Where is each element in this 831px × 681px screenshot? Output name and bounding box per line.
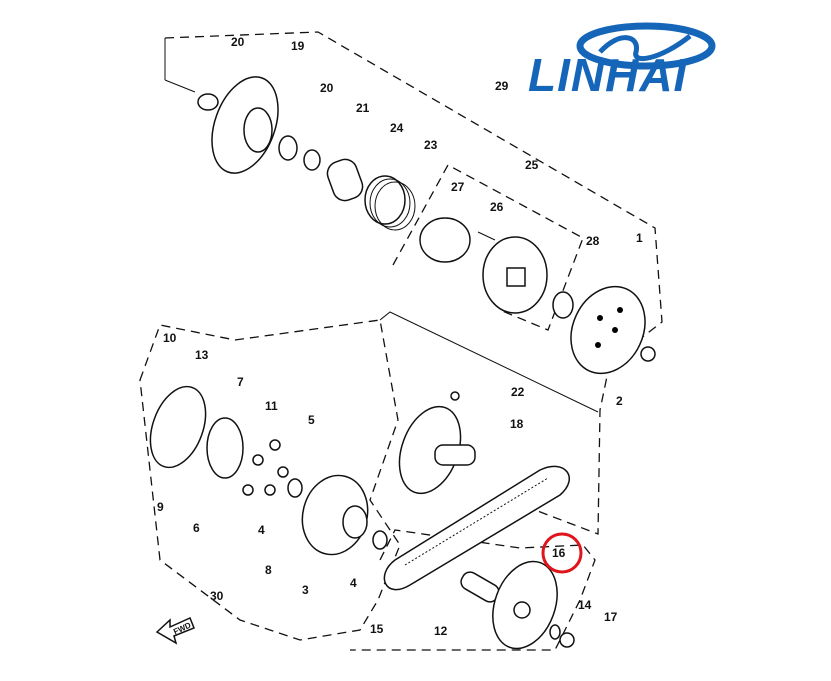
part-22-bolt — [450, 391, 460, 401]
callout-26: 26 — [490, 200, 504, 214]
callout-20: 20 — [231, 35, 245, 49]
callout-1: 1 — [636, 231, 643, 245]
part-20b-washer — [278, 135, 298, 161]
callout-30: 30 — [210, 589, 224, 603]
callout-15: 15 — [370, 622, 384, 636]
highlight-circle — [541, 532, 583, 574]
part-14-washer — [549, 624, 561, 640]
part-21-ring — [303, 149, 321, 171]
callout-6: 6 — [193, 521, 200, 535]
part-27-gasket — [419, 217, 471, 263]
group-29-outline — [164, 31, 663, 535]
callout-23: 23 — [424, 138, 438, 152]
part-1-cover — [570, 285, 646, 375]
callout-17: 17 — [604, 610, 618, 624]
callout-19: 19 — [291, 39, 305, 53]
fwd-label: FWD — [172, 621, 193, 637]
part-16-fan — [492, 560, 558, 650]
callout-11: 11 — [265, 399, 278, 413]
part-4-washer — [287, 478, 303, 498]
callout-2: 2 — [616, 394, 623, 408]
part-6-ramp — [206, 417, 244, 479]
callout-9: 9 — [157, 500, 164, 514]
part-17-nut — [559, 632, 575, 648]
callout-12: 12 — [434, 624, 448, 638]
part-25-clutch — [482, 236, 548, 314]
part-4b-washer — [372, 530, 388, 550]
part-23-spring — [364, 175, 416, 231]
part-9-plate — [149, 385, 207, 469]
part-28-bearing — [552, 291, 574, 319]
group-15-outline — [350, 529, 596, 651]
callout-13: 13 — [195, 348, 209, 362]
linhai-logo: LINHAI — [528, 22, 716, 101]
callout-14: 14 — [578, 598, 592, 612]
part-24-collar — [326, 158, 364, 202]
part-15-belt — [383, 465, 571, 591]
group-25-outline — [392, 164, 584, 331]
part-3-sheave — [301, 474, 369, 556]
logo-text: LINHAI — [528, 49, 688, 101]
part-18-secondary — [398, 405, 476, 495]
callout-25: 25 — [525, 158, 539, 172]
part-5-rollers — [242, 439, 289, 496]
callout-4: 4 — [350, 576, 357, 590]
callout-10: 10 — [163, 331, 177, 345]
callout-22: 22 — [511, 385, 525, 399]
callout-5: 5 — [308, 413, 315, 427]
callout-16: 16 — [552, 546, 566, 560]
part-26-spring — [477, 231, 496, 241]
callout-7: 7 — [237, 375, 244, 389]
callout-18: 18 — [510, 417, 524, 431]
callout-3: 3 — [302, 583, 309, 597]
frame-line — [164, 38, 599, 413]
callout-4: 4 — [258, 523, 265, 537]
primary-sheave — [211, 76, 279, 174]
part-20-washer — [197, 93, 219, 111]
callout-20: 20 — [320, 81, 334, 95]
callout-21: 21 — [356, 101, 370, 115]
callout-27: 27 — [451, 180, 465, 194]
forward-arrow: FWD — [155, 616, 195, 645]
callout-28: 28 — [586, 234, 600, 248]
callout-29: 29 — [495, 79, 509, 93]
callout-24: 24 — [390, 121, 404, 135]
part-2-nut — [640, 346, 656, 362]
callout-8: 8 — [265, 563, 272, 577]
group-30-outline — [139, 319, 401, 641]
